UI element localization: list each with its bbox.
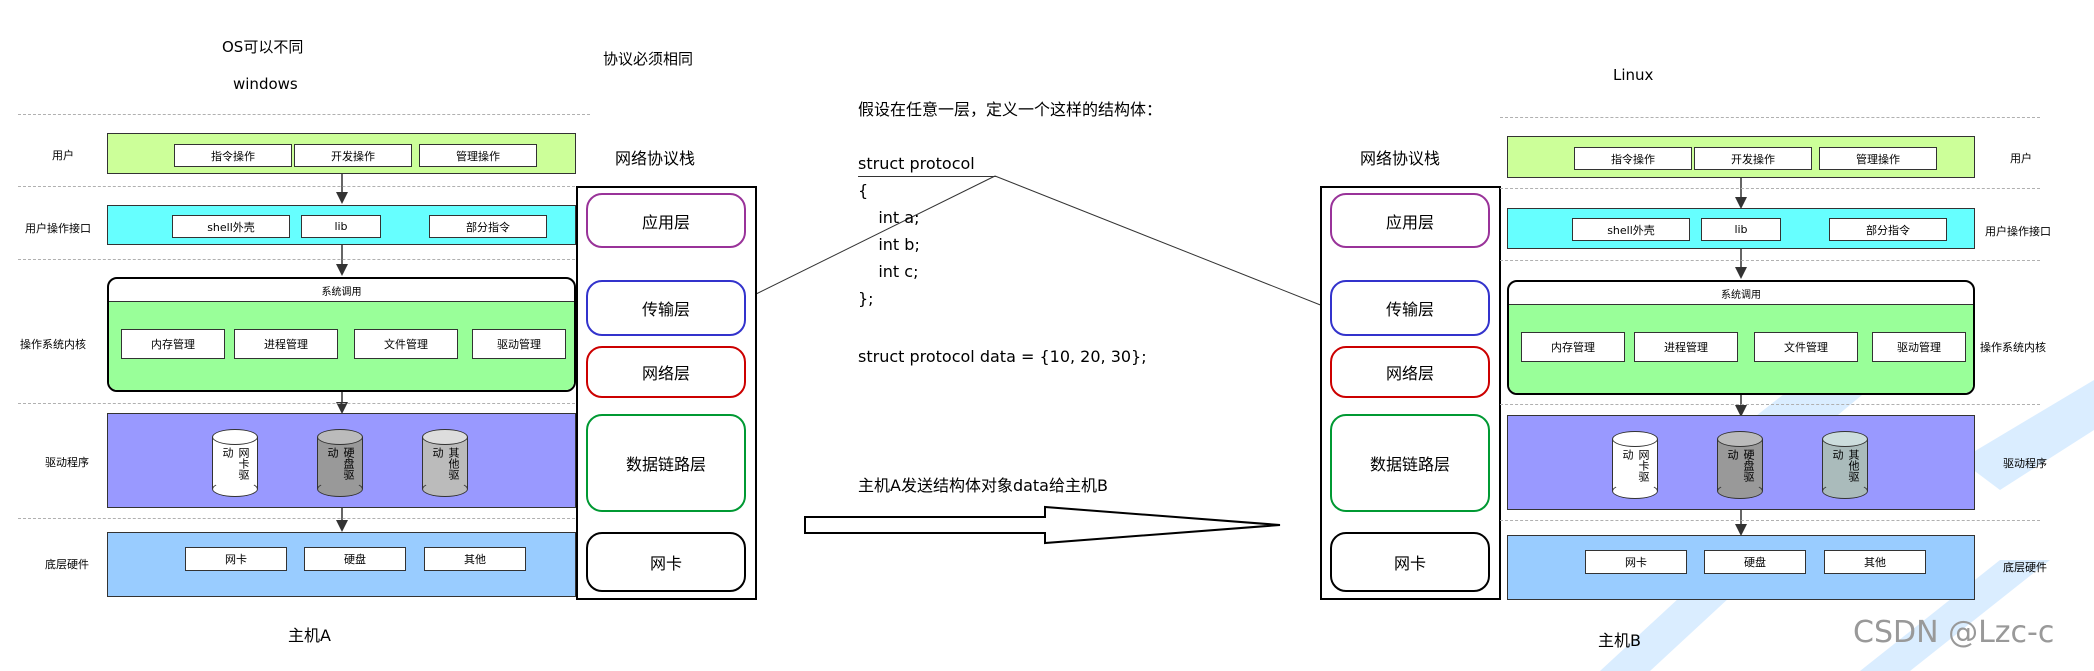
host-a-label: 主机A [288, 626, 331, 645]
hardware-band: 网卡 硬盘 其他 [1507, 535, 1975, 600]
box: 硬盘 [304, 547, 406, 571]
cylinder: 其他驱动 [422, 429, 468, 497]
cylinder: 网卡驱动 [1612, 431, 1658, 499]
box: 部分指令 [1829, 218, 1947, 241]
divider [18, 186, 590, 187]
send-arrow [804, 505, 1281, 545]
kernel-block: 系统调用 内存管理 进程管理 文件管理 驱动管理 [107, 277, 576, 392]
box: 网卡 [185, 547, 287, 571]
divider [18, 403, 590, 404]
row-label: 驱动程序 [2003, 457, 2047, 470]
row-label: 用户操作接口 [25, 222, 91, 235]
box: 驱动管理 [472, 329, 566, 359]
pointer-line-right [994, 175, 1329, 309]
box: 网卡 [1585, 550, 1687, 574]
cylinder: 其他驱动 [1822, 431, 1868, 499]
box: 其他 [424, 547, 526, 571]
driver-band: 网卡驱动 硬盘驱动 其他驱动 [1507, 415, 1975, 510]
os-name-left: windows [233, 75, 298, 93]
box: 进程管理 [1634, 332, 1738, 362]
stack-left: 应用层 传输层 网络层 数据链路层 网卡 [576, 186, 757, 600]
box: 文件管理 [354, 329, 458, 359]
divider [1500, 260, 2040, 261]
box: 开发操作 [1694, 147, 1812, 170]
user-band: 指令操作 开发操作 管理操作 [107, 133, 576, 174]
divider [18, 518, 590, 519]
watermark-text: CSDN @Lzc-c [1853, 615, 2055, 650]
cylinder: 硬盘驱动 [1717, 431, 1763, 499]
user-band: 指令操作 开发操作 管理操作 [1507, 136, 1975, 178]
code-line: int a; [858, 208, 920, 227]
box: 进程管理 [234, 329, 338, 359]
layer-datalink: 数据链路层 [1330, 414, 1490, 512]
layer-transport: 传输层 [586, 280, 746, 336]
row-label: 驱动程序 [45, 456, 89, 469]
interface-band: shell外壳 lib 部分指令 [1507, 208, 1975, 249]
box: lib [301, 215, 381, 238]
pointer-line-left [751, 175, 996, 297]
row-label: 操作系统内核 [1980, 341, 2046, 354]
layer-nic: 网卡 [586, 532, 746, 592]
stack-right: 应用层 传输层 网络层 数据链路层 网卡 [1320, 186, 1501, 600]
box: lib [1701, 218, 1781, 241]
layer-network: 网络层 [1330, 346, 1490, 398]
os-name-right: Linux [1613, 66, 1654, 84]
divider [18, 259, 590, 260]
kernel-block: 系统调用 内存管理 进程管理 文件管理 驱动管理 [1507, 280, 1975, 395]
box: 指令操作 [1574, 147, 1692, 170]
row-label: 操作系统内核 [20, 338, 86, 351]
os-note: OS可以不同 [222, 38, 304, 56]
code-intro: 假设在任意一层，定义一个这样的结构体： [858, 100, 1163, 119]
kernel-title: 系统调用 [1721, 289, 1761, 301]
layer-application: 应用层 [1330, 193, 1490, 248]
code-block: struct protocol { int a; int b; int c;}; [858, 150, 975, 312]
code-line: int b; [858, 235, 920, 254]
box: 文件管理 [1754, 332, 1858, 362]
box: 指令操作 [174, 144, 292, 167]
divider [18, 114, 590, 115]
hardware-band: 网卡 硬盘 其他 [107, 532, 576, 597]
protocol-note: 协议必须相同 [603, 50, 694, 68]
box: 驱动管理 [1872, 332, 1966, 362]
code-line: int c; [858, 262, 919, 281]
host-b-label: 主机B [1598, 631, 1641, 650]
send-caption: 主机A发送结构体对象data给主机B [858, 476, 1108, 495]
row-label: 用户 [2010, 152, 2032, 165]
layer-transport: 传输层 [1330, 280, 1490, 336]
stack-right-title: 网络协议栈 [1360, 149, 1441, 168]
box: 管理操作 [1819, 147, 1937, 170]
divider [1500, 520, 2040, 521]
layer-network: 网络层 [586, 346, 746, 398]
box: 部分指令 [429, 215, 547, 238]
interface-band: shell外壳 lib 部分指令 [107, 205, 576, 245]
row-label: 用户操作接口 [1985, 225, 2051, 238]
box: 内存管理 [1521, 332, 1625, 362]
layer-datalink: 数据链路层 [586, 414, 746, 512]
stack-left-title: 网络协议栈 [615, 149, 696, 168]
code-line: { [858, 181, 869, 200]
kernel-title: 系统调用 [321, 286, 362, 298]
underline [858, 176, 996, 177]
cylinder: 网卡驱动 [212, 429, 258, 497]
driver-band: 网卡驱动 硬盘驱动 其他驱动 [107, 413, 576, 508]
layer-application: 应用层 [586, 193, 746, 248]
row-label: 底层硬件 [2003, 561, 2047, 574]
box: 开发操作 [294, 144, 412, 167]
row-label: 底层硬件 [45, 558, 89, 571]
code-instance: struct protocol data = {10, 20, 30}; [858, 347, 1147, 366]
divider [1500, 404, 2040, 405]
cylinder: 硬盘驱动 [317, 429, 363, 497]
code-line: struct protocol [858, 154, 975, 173]
layer-nic: 网卡 [1330, 532, 1490, 592]
box: 管理操作 [419, 144, 537, 167]
code-line: }; [858, 289, 874, 308]
divider [1500, 117, 2040, 118]
divider [1500, 188, 2040, 189]
box: shell外壳 [1572, 218, 1690, 241]
box: 内存管理 [121, 329, 225, 359]
box: shell外壳 [172, 215, 290, 238]
box: 硬盘 [1704, 550, 1806, 574]
box: 其他 [1824, 550, 1926, 574]
row-label: 用户 [52, 149, 74, 162]
